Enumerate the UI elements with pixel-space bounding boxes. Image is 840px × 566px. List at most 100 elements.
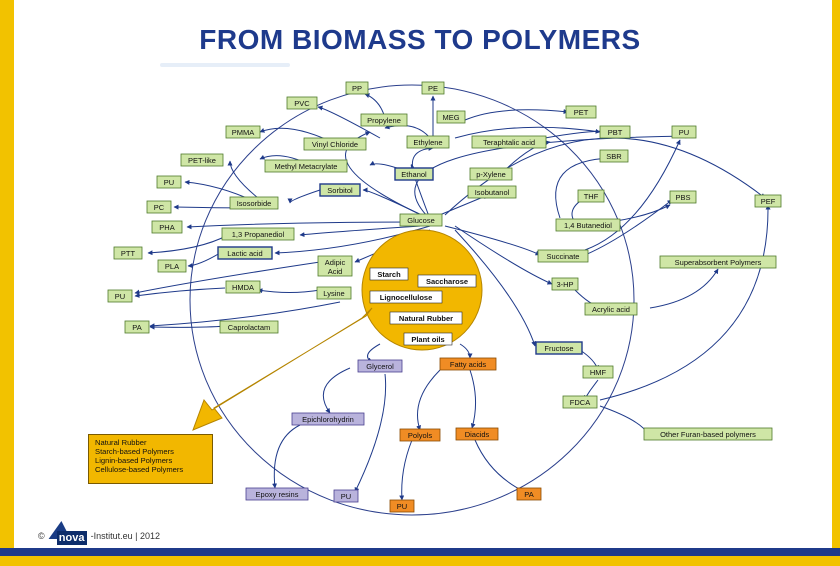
node-epoxy-resins: Epoxy resins [245,487,309,501]
node-meg: MEG [436,110,466,124]
legend-box: Natural Rubber Starch-based Polymers Lig… [88,434,213,484]
node-vinyl-chloride: Vinyl Chloride [303,137,367,151]
svg-text:Teraphtalic acid: Teraphtalic acid [483,138,535,147]
svg-text:PVC: PVC [294,99,310,108]
svg-text:PU: PU [164,178,174,187]
node-pmma: PMMA [225,125,261,139]
node-pa-bottom: PA [516,487,542,501]
node-ptt: PTT [113,246,143,260]
node-lactic-acid: Lactic acid [217,246,273,260]
node-pu-polyols: PU [389,499,415,513]
svg-text:MEG: MEG [442,113,459,122]
node-pu-top: PU [671,125,697,139]
bottom-bar [0,548,840,556]
svg-text:Propylene: Propylene [367,116,401,125]
svg-text:Succinate: Succinate [547,252,580,261]
node-fructose: Fructose [535,341,583,355]
node-propylene: Propylene [360,113,408,127]
node-teraphtalic-acid: Teraphtalic acid [471,135,547,149]
biomass-core [361,229,483,351]
svg-text:p-Xylene: p-Xylene [476,170,506,179]
node-glycerol: Glycerol [357,359,403,373]
svg-text:Epoxy resins: Epoxy resins [256,490,299,499]
node-pe: PE [421,81,445,95]
node-3-hp: 3-HP [551,277,579,291]
svg-text:1,4 Butanediol: 1,4 Butanediol [564,221,612,230]
node-isobutanol: Isobutanol [467,185,517,199]
svg-text:Fructose: Fructose [544,344,573,353]
node-diacids: Diacids [455,427,499,441]
node-other-furan: Other Furan-based polymers [643,427,773,441]
node-fdca: FDCA [562,395,598,409]
svg-text:3-HP: 3-HP [556,280,573,289]
svg-text:Caprolactam: Caprolactam [228,323,271,332]
node-sorbitol: Sorbitol [319,183,361,197]
svg-text:PHA: PHA [159,223,174,232]
node-acrylic-acid: Acrylic acid [584,302,638,316]
nova-logo: nova [48,521,87,545]
svg-text:Ethylene: Ethylene [413,138,442,147]
node-butanediol: 1,4 Butanediol [555,218,621,232]
svg-text:PMMA: PMMA [232,128,255,137]
svg-text:HMF: HMF [590,368,607,377]
svg-text:Glycerol: Glycerol [366,362,394,371]
node-pu-mid: PU [107,289,133,303]
legend-line: Natural Rubber [95,438,147,447]
svg-text:THF: THF [584,192,599,201]
node-pvc: PVC [286,96,318,110]
copyright-symbol: © [38,531,45,541]
svg-text:SBR: SBR [606,152,622,161]
svg-text:Isobutanol: Isobutanol [475,188,510,197]
svg-text:1,3 Propanediol: 1,3 Propanediol [232,230,285,239]
core-plant-oils: Plant oils [411,335,444,344]
svg-text:Ethanol: Ethanol [401,170,427,179]
node-caprolactam: Caprolactam [219,320,279,334]
svg-text:Lysine: Lysine [323,289,344,298]
core-lignocellulose: Lignocellulose [380,293,433,302]
node-pla: PLA [157,259,187,273]
svg-text:Diacids: Diacids [465,430,490,439]
svg-text:HMDA: HMDA [232,283,254,292]
svg-text:PET-like: PET-like [188,156,216,165]
node-pbs: PBS [669,190,697,204]
svg-text:PC: PC [154,203,165,212]
svg-text:PP: PP [352,84,362,93]
svg-text:PEF: PEF [761,197,776,206]
subtitle-underline [160,63,290,67]
node-pa-left: PA [124,320,150,334]
svg-text:Superabsorbent Polymers: Superabsorbent Polymers [675,258,762,267]
node-hmda: HMDA [225,280,261,294]
svg-text:PET: PET [574,108,589,117]
nova-logo-text: nova [56,531,87,545]
svg-text:PU: PU [341,492,351,501]
svg-text:PA: PA [132,323,141,332]
svg-text:Acrylic acid: Acrylic acid [592,305,630,314]
svg-text:Glucose: Glucose [407,216,435,225]
svg-text:Polyols: Polyols [408,431,432,440]
node-sbr: SBR [599,149,629,163]
svg-text:PLA: PLA [165,262,179,271]
svg-text:PE: PE [428,84,438,93]
svg-text:PBT: PBT [608,128,623,137]
svg-text:PU: PU [397,502,407,511]
node-pu-bottom: PU [333,489,359,503]
legend-line: Cellulose-based Polymers [95,465,184,474]
node-pef: PEF [754,194,782,208]
node-polyols: Polyols [399,428,441,442]
svg-text:PTT: PTT [121,249,136,258]
node-superabsorbent: Superabsorbent Polymers [659,255,777,269]
core-natural-rubber: Natural Rubber [399,314,453,323]
node-pha: PHA [151,220,183,234]
svg-text:Epichlorohydrin: Epichlorohydrin [302,415,354,424]
node-epichlorohydrin: Epichlorohydrin [291,412,365,426]
svg-text:PU: PU [679,128,689,137]
svg-text:Other Furan-based polymers: Other Furan-based polymers [660,430,756,439]
node-thf: THF [577,189,605,203]
node-glucose: Glucose [399,213,443,227]
node-methyl-metacrylate: Methyl Metacrylate [264,159,348,173]
svg-text:Fatty acids: Fatty acids [450,360,487,369]
node-p-xylene: p-Xylene [469,167,513,181]
